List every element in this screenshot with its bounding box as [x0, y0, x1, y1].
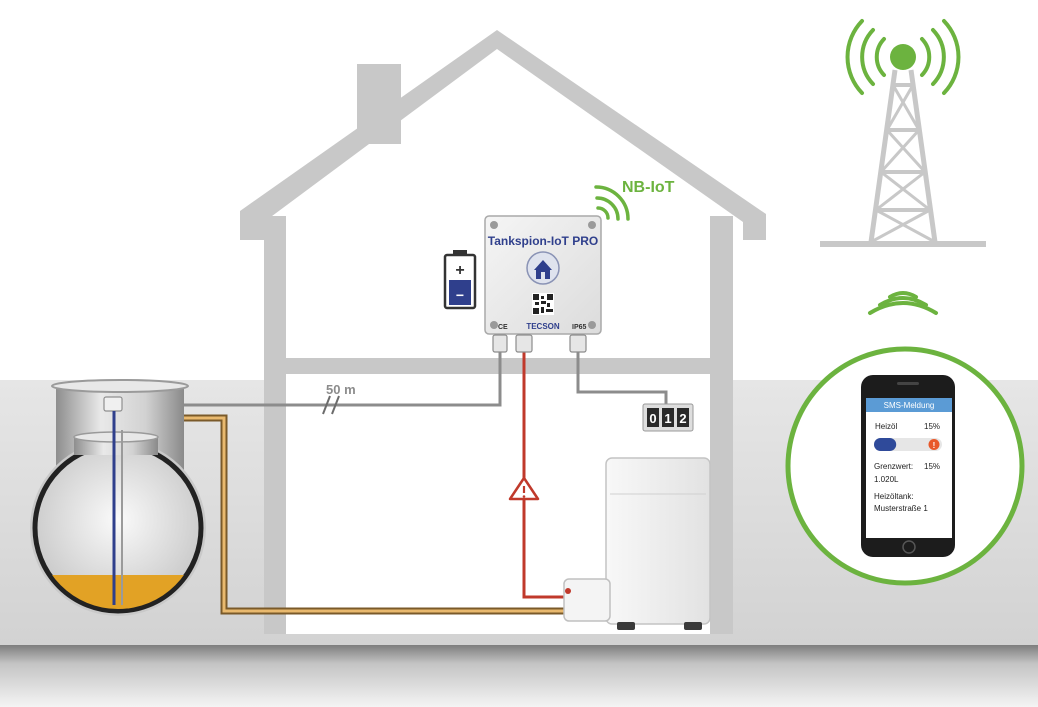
warning-icon — [508, 476, 540, 501]
downlink-signal-icon — [868, 291, 938, 315]
sensor-cable — [128, 352, 502, 415]
alert-line — [522, 352, 568, 599]
threshold-volume: 1.020L — [874, 475, 899, 484]
battery-minus-sign: − — [456, 287, 464, 303]
counter-digit-2: 1 — [664, 411, 671, 426]
product-percent: 15% — [924, 422, 940, 431]
device-signal-icon — [594, 185, 630, 221]
phone-header: SMS-Meldung — [884, 401, 935, 410]
smartphone: SMS-Meldung Heizöl 15% ! Grenzwert: 15% … — [861, 375, 955, 557]
house-logo-icon — [526, 251, 560, 285]
threshold-label: Grenzwert: — [874, 462, 913, 471]
cable-glands — [492, 334, 587, 353]
pulse-counter: 0 1 2 — [642, 403, 694, 432]
ip-rating: IP65 — [572, 324, 587, 331]
counter-cable — [576, 352, 668, 405]
cell-tower — [820, 69, 986, 247]
underground-tank — [30, 431, 206, 616]
qr-code-icon — [532, 293, 554, 315]
oil-pipe — [160, 414, 572, 615]
level-bar-fill — [874, 438, 897, 451]
boiler — [605, 457, 711, 630]
battery-icon: + − — [443, 250, 477, 310]
floor — [0, 645, 1038, 707]
level-probe — [103, 396, 123, 605]
brand-label: TECSON — [526, 322, 560, 331]
product-label: Heizöl — [875, 422, 897, 431]
tank-label: Heizöltank: — [874, 492, 914, 501]
counter-digit-3: 2 — [679, 411, 686, 426]
counter-digit-1: 0 — [649, 411, 656, 426]
tankspion-device: Tankspion-IoT PRO CE TECSON IP65 — [484, 215, 602, 335]
tank-location: Musterstraße 1 — [874, 504, 928, 513]
tower-broadcast-icon — [845, 19, 961, 95]
device-name: Tankspion-IoT PRO — [488, 234, 598, 248]
ce-mark: CE — [498, 324, 508, 331]
nbiot-label: NB-IoT — [622, 179, 675, 196]
oil-burner — [563, 578, 611, 622]
battery-plus-sign: + — [455, 262, 464, 279]
alert-symbol: ! — [933, 441, 936, 450]
threshold-percent: 15% — [924, 462, 940, 471]
alert-icon — [928, 439, 940, 450]
cable-length-label: 50 m — [326, 382, 356, 397]
level-bar: ! — [874, 438, 942, 451]
